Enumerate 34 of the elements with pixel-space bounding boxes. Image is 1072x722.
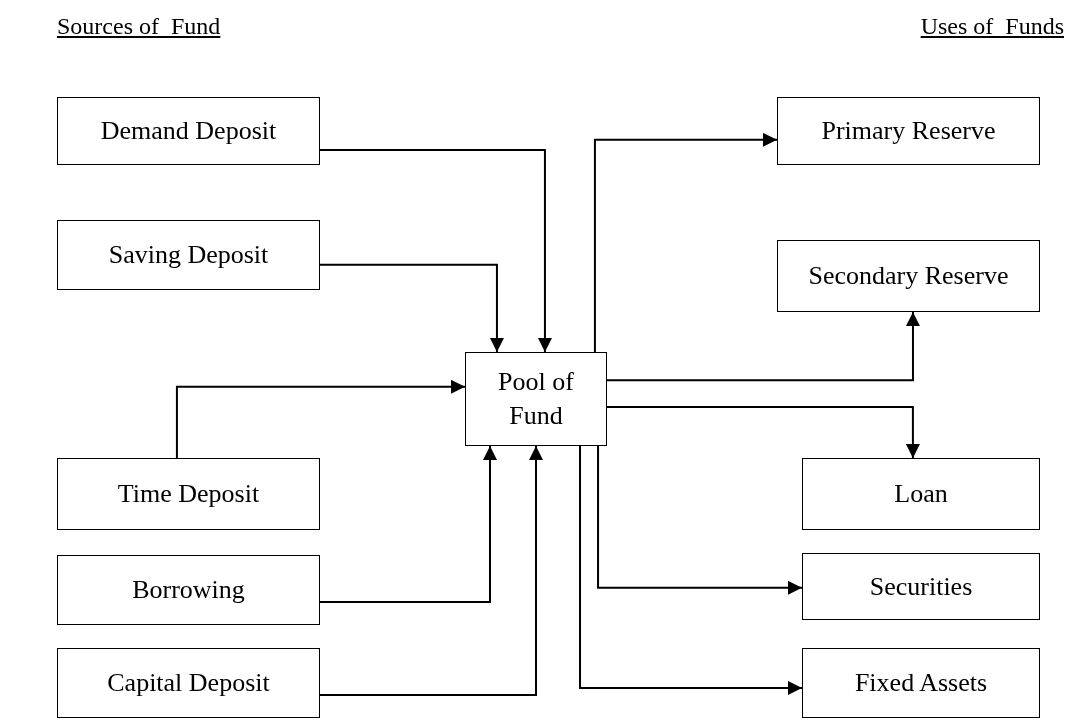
process-box (465, 352, 607, 446)
box-label: Time Deposit (117, 478, 260, 511)
process-box (802, 458, 1040, 530)
arrow (175, 379, 466, 459)
box-label: Primary Reserve (821, 115, 996, 148)
process-box (57, 458, 320, 530)
box-label: Demand Deposit (100, 115, 277, 148)
box-label: Securities (869, 570, 973, 603)
arrow (319, 445, 543, 696)
arrow (606, 311, 920, 382)
column-heading: Sources of Fund (57, 12, 221, 41)
arrow (319, 445, 497, 603)
arrow (319, 149, 552, 353)
process-box (57, 220, 320, 290)
box-label: Fixed Assets (854, 667, 988, 700)
process-box (57, 555, 320, 625)
process-box (57, 97, 320, 165)
box-label: Loan (894, 478, 948, 511)
process-box (802, 553, 1040, 620)
process-box (57, 648, 320, 718)
arrow (593, 132, 778, 353)
process-box (802, 648, 1040, 718)
box-label: Pool of Fund (497, 366, 575, 432)
process-box (777, 97, 1040, 165)
box-label: Capital Deposit (107, 667, 270, 700)
process-box (777, 240, 1040, 312)
arrow (319, 263, 504, 353)
box-label: Secondary Reserve (808, 260, 1009, 293)
column-heading: Uses of Funds (920, 12, 1064, 41)
arrow (597, 445, 803, 595)
box-label: Borrowing (132, 574, 245, 607)
arrow (579, 445, 803, 695)
box-label: Saving Deposit (108, 239, 269, 272)
arrow (606, 406, 920, 459)
